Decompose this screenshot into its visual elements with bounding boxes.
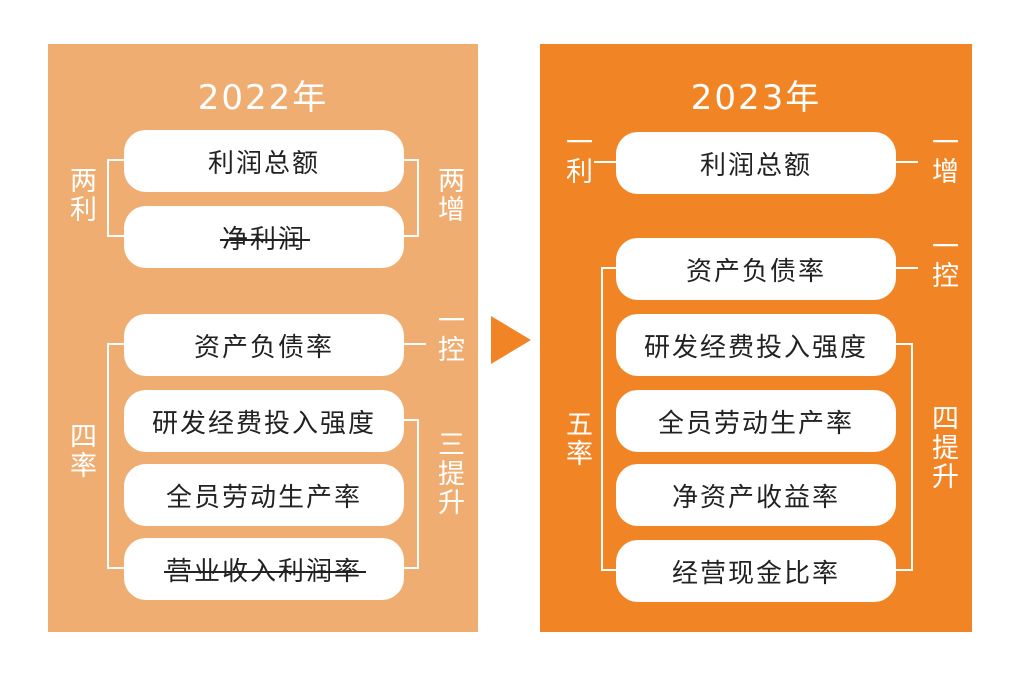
metric-label: 营业收入利润率 — [163, 551, 367, 588]
year-title-2023: 2023年 — [690, 78, 822, 118]
metric-left-labor-productivity: 全员劳动生产率 — [124, 464, 404, 526]
label-one-control-right: 一控 — [927, 232, 958, 290]
arrow-right-icon — [491, 316, 531, 364]
metric-label: 净资产收益率 — [671, 482, 840, 513]
metric-right-debt-ratio: 资产负债率 — [616, 238, 896, 300]
panel-2023: 2023年 — [540, 44, 972, 632]
metric-label: 研发经费投入强度 — [151, 408, 376, 439]
metric-right-labor-productivity: 全员劳动生产率 — [616, 390, 896, 452]
metric-right-profit-total: 利润总额 — [616, 132, 896, 194]
metric-label: 全员劳动生产率 — [165, 482, 362, 513]
metric-label: 净利润 — [219, 219, 311, 256]
label-one-control-left: 一控 — [433, 306, 464, 364]
label-five-ratios: 五率 — [561, 410, 592, 468]
label-one-increase: 一增 — [927, 128, 958, 186]
label-four-raise: 四提升 — [927, 404, 958, 491]
metric-label: 资产负债率 — [193, 332, 334, 363]
metric-right-operating-cash-ratio: 经营现金比率 — [616, 540, 896, 602]
metric-right-rd-intensity: 研发经费投入强度 — [616, 314, 896, 376]
metric-label: 经营现金比率 — [671, 558, 840, 589]
label-one-profit: 一利 — [561, 128, 592, 186]
metric-label: 全员劳动生产率 — [657, 408, 854, 439]
metric-right-roe: 净资产收益率 — [616, 464, 896, 526]
metric-left-revenue-margin-struck: 营业收入利润率 — [124, 538, 404, 600]
year-title-2022: 2022年 — [197, 78, 329, 118]
metric-left-debt-ratio: 资产负债率 — [124, 314, 404, 376]
metric-left-net-profit-struck: 净利润 — [124, 206, 404, 268]
label-three-raise: 三提升 — [433, 430, 464, 517]
panel-2022: 2022年 — [48, 44, 478, 632]
label-two-increases: 两增 — [433, 166, 464, 224]
metric-label: 研发经费投入强度 — [643, 332, 868, 363]
metric-label: 资产负债率 — [685, 256, 826, 287]
metric-label: 利润总额 — [699, 150, 812, 181]
label-two-profits: 两利 — [65, 166, 96, 224]
metric-left-rd-intensity: 研发经费投入强度 — [124, 390, 404, 452]
label-four-ratios: 四率 — [65, 422, 96, 480]
metric-label: 利润总额 — [207, 148, 320, 179]
metric-left-profit-total: 利润总额 — [124, 130, 404, 192]
